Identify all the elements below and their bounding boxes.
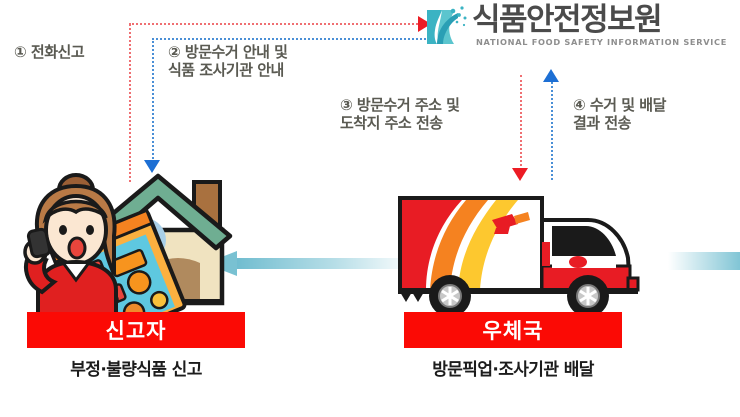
actor-caption-reporter: 부정·불량식품 신고 bbox=[70, 360, 202, 380]
actor-caption-post-office: 방문픽업·조사기관 배달 bbox=[432, 360, 594, 380]
actor-badge-post-office: 우체국 bbox=[404, 312, 622, 348]
nfsi-logo-korean-name: 식품안전정보원 bbox=[472, 2, 663, 38]
nfsi-logo-mark-icon bbox=[427, 6, 467, 44]
step4-arrowhead-icon bbox=[543, 69, 559, 82]
nfsi-logo: 식품안전정보원 NATIONAL FOOD SAFETY INFORMATION… bbox=[424, 2, 726, 54]
nfsi-logo-english-name: NATIONAL FOOD SAFETY INFORMATION SERVICE bbox=[476, 37, 728, 47]
step1-line-vertical bbox=[129, 24, 131, 182]
woman-on-phone-icon bbox=[23, 173, 118, 318]
step4-line-vertical bbox=[551, 82, 553, 180]
step2-arrowhead-icon bbox=[144, 160, 160, 173]
reporter-illustration bbox=[23, 173, 233, 320]
delivery-truck-icon bbox=[398, 196, 640, 317]
step2-line-horizontal bbox=[152, 38, 430, 40]
step-label-1: ① 전화신고 bbox=[14, 43, 85, 61]
step3-arrowhead-icon bbox=[512, 168, 528, 181]
post-truck-illustration bbox=[398, 196, 640, 317]
actor-badge-reporter: 신고자 bbox=[27, 312, 245, 348]
right-edge-flow-bar bbox=[668, 252, 740, 270]
step-label-2: ② 방문수거 안내 및 식품 조사기관 안내 bbox=[168, 43, 288, 80]
step-label-3: ③ 방문수거 주소 및 도착지 주소 전송 bbox=[340, 96, 460, 133]
step1-line-horizontal bbox=[129, 23, 421, 25]
step3-line-vertical bbox=[520, 75, 522, 170]
step-label-4: ④ 수거 및 배달 결과 전송 bbox=[573, 96, 666, 133]
step2-line-vertical bbox=[152, 38, 154, 162]
